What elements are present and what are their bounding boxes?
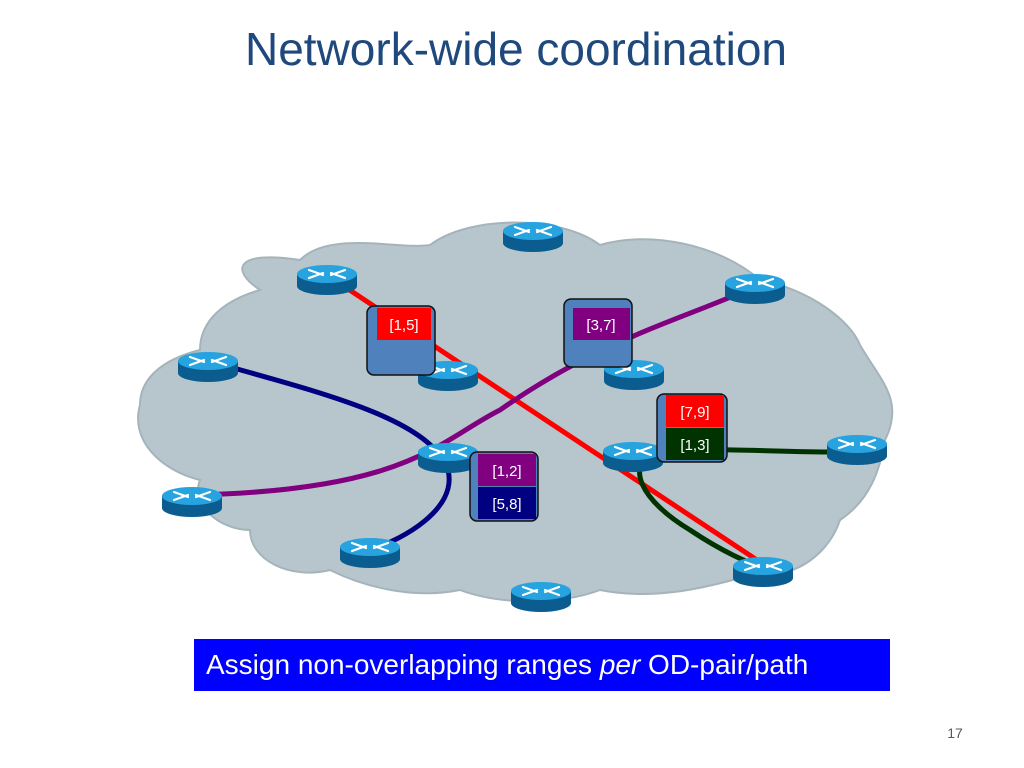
router-icon (295, 263, 359, 297)
callout-text-before: Assign non-overlapping ranges (206, 649, 600, 680)
range-tag-darkgreen (666, 428, 724, 460)
router-icon (416, 441, 480, 475)
callout-box: Assign non-overlapping ranges per OD-pai… (194, 639, 890, 691)
callout-text-emphasis: per (599, 649, 641, 680)
range-label-3-7: [3,7] (586, 317, 615, 334)
router-icon (338, 536, 402, 570)
range-tag-purple (573, 308, 630, 340)
range-label-5-8: [5,8] (492, 496, 521, 513)
range-label-1-2: [1,2] (492, 463, 521, 480)
router-icon (176, 350, 240, 384)
callout-text-after: OD-pair/path (640, 649, 809, 680)
range-label-1-5: [1,5] (389, 317, 418, 334)
range-tag-navy (478, 487, 536, 519)
router-icon (731, 555, 795, 589)
router-icon (601, 440, 665, 474)
range-label-1-3: [1,3] (680, 437, 709, 454)
router-icon (825, 433, 889, 467)
page-title: Network-wide coordination (244, 23, 788, 75)
range-tag-purple (478, 454, 536, 486)
range-label-7-9: [7,9] (680, 404, 709, 421)
router-icon (160, 485, 224, 519)
router-icon (501, 220, 565, 254)
purple-path (194, 285, 754, 498)
range-tag-red (666, 395, 724, 427)
router-icon (509, 580, 573, 614)
page-number: 17 (947, 725, 963, 741)
range-tag-red (377, 308, 431, 340)
router-icon (723, 272, 787, 306)
